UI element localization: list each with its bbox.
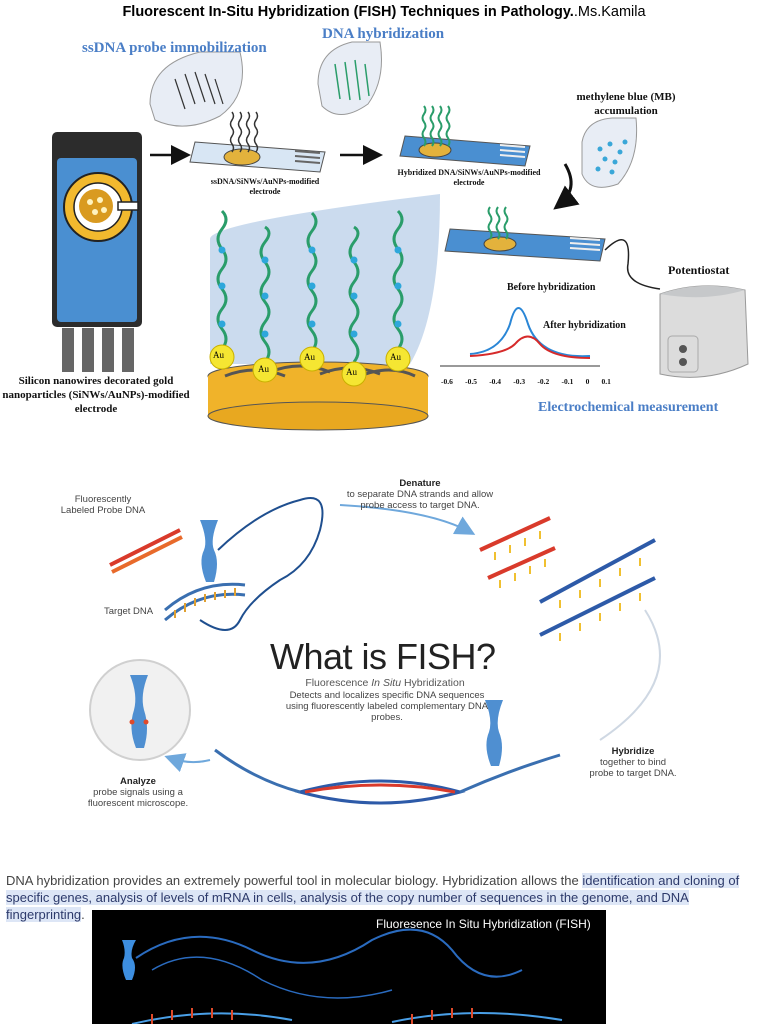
figure3-graphics [122,928,563,1024]
drop3 [581,117,638,188]
before-hybridization-label: Before hybridization [507,282,596,293]
paragraph-text: DNA hybridization provides an extremely … [6,873,583,888]
step1-title: ssDNA probe immobilization [82,40,267,56]
drop2 [317,41,382,115]
fish-subtitle: Fluorescence In Situ Hybridization [305,677,465,689]
document-title: Fluorescent In-Situ Hybridization (FISH)… [0,4,768,20]
analyze-text: probe signals using a fluorescent micros… [87,787,189,809]
hybridize-title: Hybridize [611,746,655,757]
hybridize-block: Hybridize together to bind probe to targ… [588,746,678,779]
figure-what-is-fish: Fluorescently Labeled Probe DNA Target D… [0,470,768,840]
electrode2-label: Hybridized DNA/SiNWs/AuNPs-modified elec… [397,168,541,187]
denature-title: Denature [399,478,441,489]
figure-fish-dark: Fluoresence In Situ Hybridization (FISH) [92,910,606,1024]
au-label-2: Au [258,364,269,374]
denature-block: Denature to separate DNA strands and all… [345,478,495,511]
title-text: Fluorescent In-Situ Hybridization (FISH)… [122,4,574,20]
mb-label: methylene blue (MB) accumulation [576,91,676,117]
fish-description: Detects and localizes specific DNA seque… [285,690,489,723]
au-label-5: Au [390,352,401,362]
step2-title: DNA hybridization [322,26,445,42]
analyze-title: Analyze [120,776,156,787]
probe-strands [209,209,411,387]
potentiostat-device [659,285,749,378]
figure1-graphics [52,41,749,431]
hybridize-text: together to bind probe to target DNA. [589,757,677,779]
figure-electrochemical: ssDNA probe immobilization DNA hybridiza… [0,24,768,436]
au-label-4: Au [346,367,357,377]
target-label: Target DNA [104,606,154,617]
figure2-graphics [89,497,661,805]
fish-main-title: What is FISH? [270,636,496,677]
drop1 [149,51,243,127]
electrode1-label: ssDNA/SiNWs/AuNPs-modified electrode [210,177,320,196]
voltammogram [440,307,600,367]
strip3 [444,228,606,262]
author-text: .Ms.Kamila [573,4,646,20]
measurement-label: Electrochemical measurement [538,400,719,415]
probe-label: Fluorescently Labeled Probe DNA [60,494,146,516]
paragraph-end: . [81,907,85,922]
after-hybridization-label: After hybridization [543,320,626,331]
electrode-caption: Silicon nanowires decorated gold nanopar… [2,375,190,415]
analyze-block: Analyze probe signals using a fluorescen… [78,776,198,809]
denature-text: to separate DNA strands and allow probe … [346,489,494,511]
zoom-cone [210,194,440,364]
au-label-1: Au [213,350,224,360]
potentiostat-label: Potentiostat [668,263,730,277]
au-label-3: Au [304,352,315,362]
figure3-caption: Fluoresence In Situ Hybridization (FISH) [376,917,591,931]
